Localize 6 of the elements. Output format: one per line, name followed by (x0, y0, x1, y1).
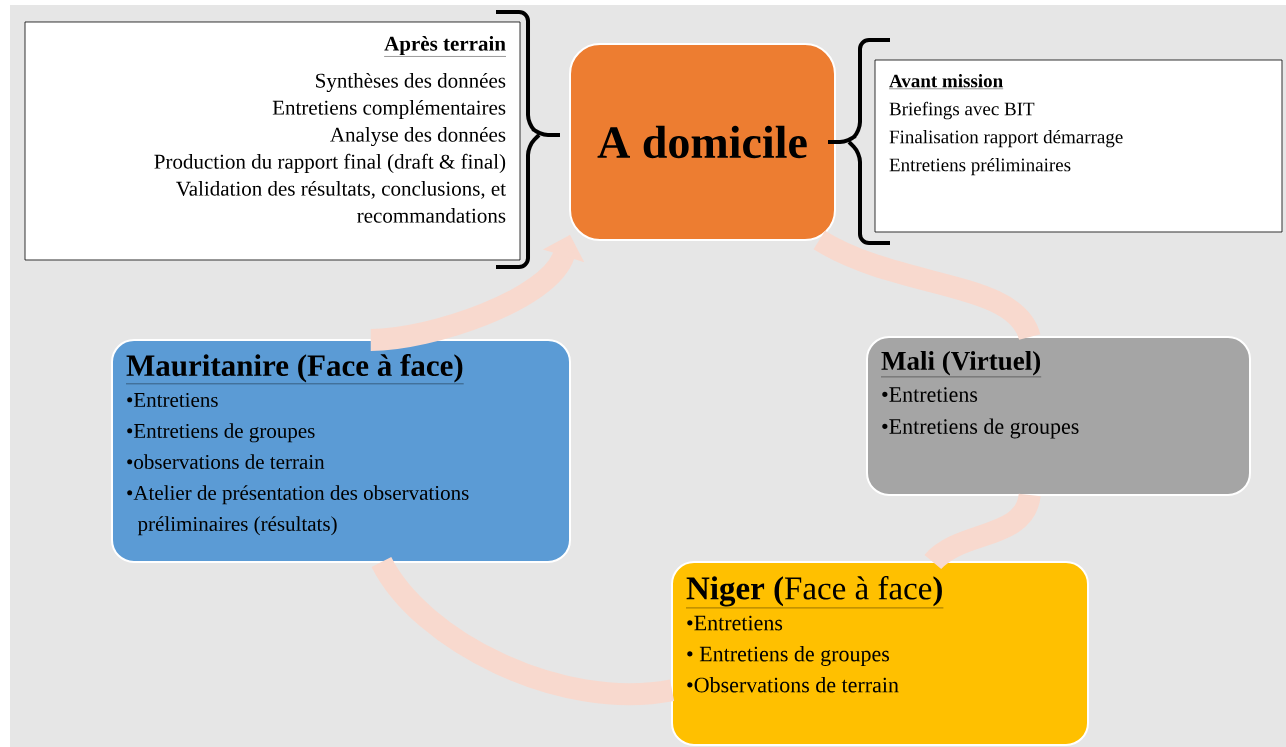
phase-box: Mali (Virtuel) •Entretiens •Entretiens de groupes (866, 336, 1251, 496)
phase-box: Niger (Face à face) •Entretiens • Entretiens de groupes •Observations de terrain (671, 561, 1089, 746)
text-box: Après terrain Synthèses des données Entretiens complémentaires Analyse des données Production du rapport final (draft & final) Validation des résultats, conclusions, et recommandations (24, 21, 521, 261)
text-box: Avant mission Briefings avec BIT Finalisation rapport démarrage Entretiens préliminaires (874, 59, 1283, 233)
title-box: A domicile (569, 43, 836, 241)
phase-box: Mauritanire (Face à face) •Entretiens •Entretiens de groupes •observations de terrain •Atelier de présentation des observations préliminaires (résultats) (111, 339, 571, 563)
